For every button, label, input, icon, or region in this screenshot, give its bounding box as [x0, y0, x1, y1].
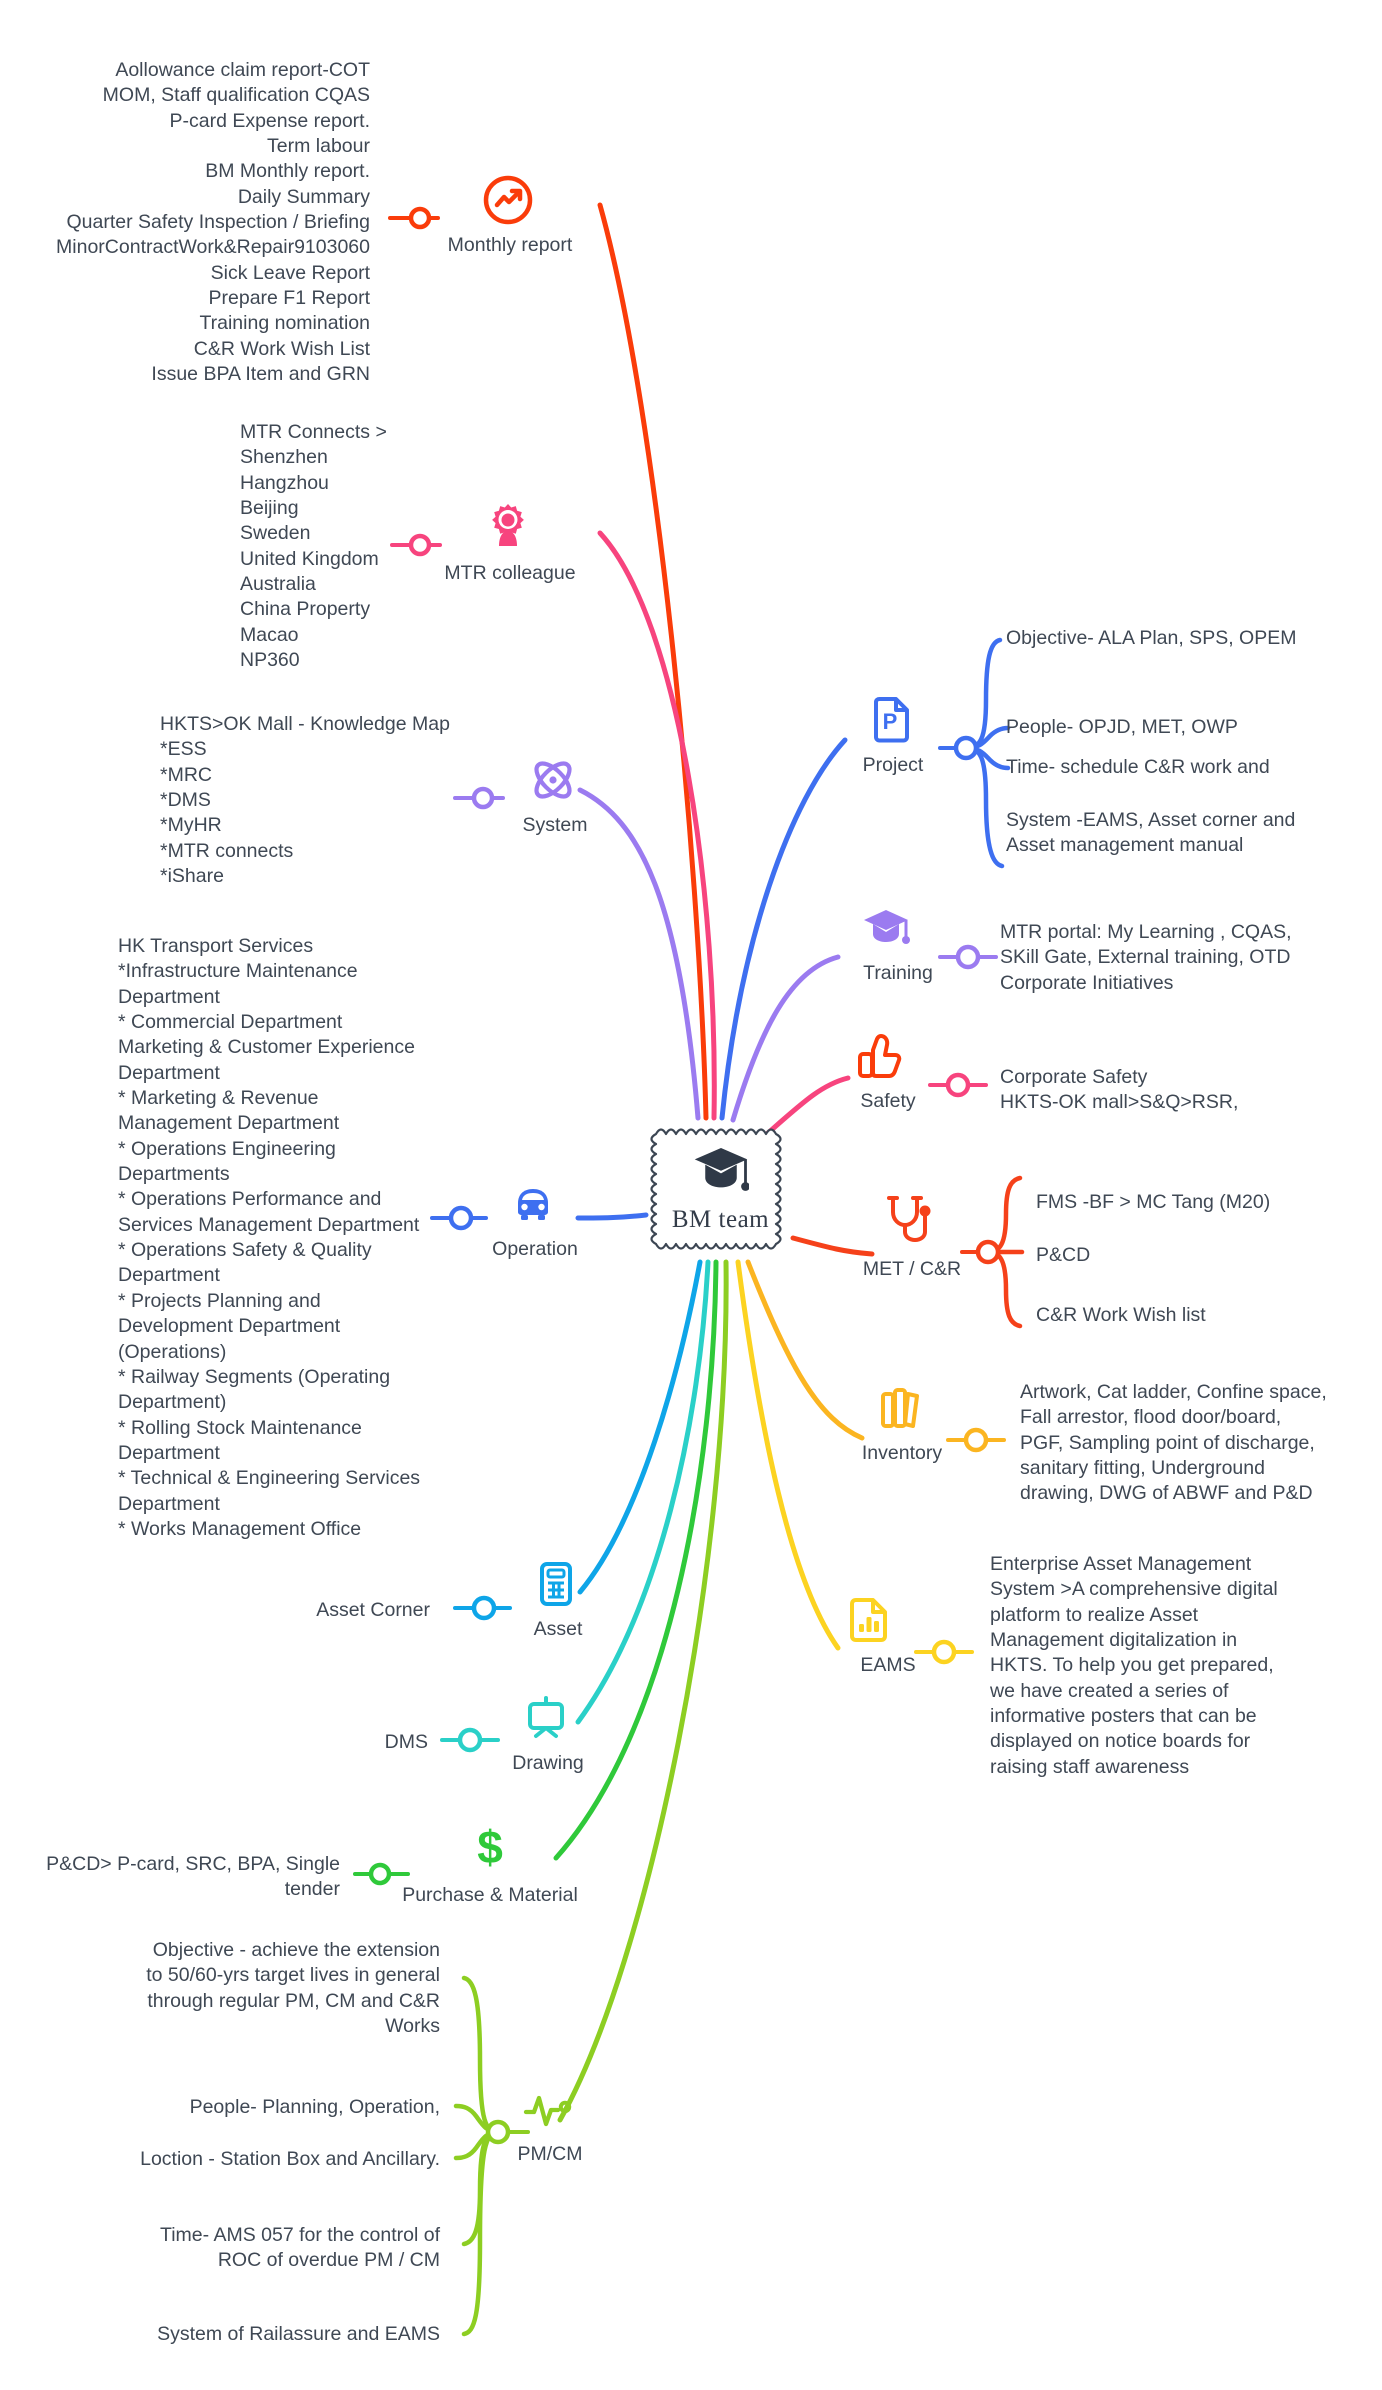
detail-project-3: System -EAMS, Asset corner and Asset man…: [1006, 809, 1296, 857]
curve-drawing: [575, 1259, 711, 1725]
topic-label-pm-cm[interactable]: PM/CM: [517, 2143, 583, 2165]
topic-label-met-cr[interactable]: MET / C&R: [862, 1258, 962, 1280]
topic-label-safety[interactable]: Safety: [860, 1090, 916, 1112]
detail-system: HKTS>OK Mall - Knowledge Map *ESS *MRC *…: [160, 713, 450, 888]
file-p-icon: P: [863, 692, 919, 748]
curve-eams: [735, 1259, 841, 1651]
thumbs-up-icon: [852, 1028, 908, 1084]
stub-purchase: [353, 1862, 410, 1886]
detail-pm-cm-1: People- Planning, Operation,: [189, 2096, 440, 2118]
stub-monthly-report: [388, 206, 440, 230]
detail-asset: Asset Corner: [316, 1599, 430, 1621]
car-icon: [505, 1176, 561, 1232]
user-gear-icon: [480, 498, 536, 554]
atom-icon: [525, 752, 581, 808]
dollar-icon: $: [462, 1818, 518, 1874]
detail-mtr-colleague: MTR Connects > Shenzhen Hangzhou Beijing…: [240, 421, 387, 672]
detail-met-cr-0: FMS -BF > MC Tang (M20): [1036, 1191, 1271, 1213]
detail-project-2: Time- schedule C&R work and: [1006, 756, 1270, 778]
stethoscope-icon: [880, 1190, 936, 1246]
detail-project-1: People- OPJD, MET, OWP: [1006, 716, 1238, 738]
topic-label-monthly-report[interactable]: Monthly report: [447, 234, 573, 256]
curve-met-cr: [790, 1235, 875, 1257]
topic-label-project[interactable]: Project: [862, 754, 924, 776]
detail-met-cr-2: C&R Work Wish list: [1036, 1304, 1206, 1326]
central-topic-bubble: [650, 1128, 782, 1250]
bracket-met-cr: [960, 1175, 1025, 1329]
stub-operation: [430, 1205, 488, 1231]
topic-label-eams[interactable]: EAMS: [860, 1654, 916, 1676]
books-icon: [872, 1380, 928, 1436]
detail-inventory: Artwork, Cat ladder, Confine space, Fall…: [1020, 1381, 1327, 1505]
detail-pm-cm-0: Objective - achieve the extension to 50/…: [146, 1939, 440, 2038]
curve-monthly-report: [597, 202, 709, 1121]
central-topic-label: BM team: [671, 1206, 770, 1233]
detail-pm-cm-4: System of Railassure and EAMS: [157, 2323, 440, 2345]
detail-project-0: Objective- ALA Plan, SPS, OPEM: [1006, 627, 1297, 649]
trend-up-circle-icon: [480, 172, 536, 228]
topic-label-drawing[interactable]: Drawing: [512, 1752, 584, 1774]
topic-label-mtr-colleague[interactable]: MTR colleague: [444, 562, 576, 584]
detail-met-cr-1: P&CD: [1036, 1244, 1091, 1266]
topic-label-training[interactable]: Training: [863, 962, 933, 984]
whiteboard-icon: [518, 1690, 574, 1746]
topic-label-inventory[interactable]: Inventory: [861, 1442, 943, 1464]
detail-pm-cm-3: Time- AMS 057 for the control of ROC of …: [160, 2224, 440, 2272]
graduation-cap-icon: [694, 1148, 749, 1191]
detail-purchase-material: P&CD> P-card, SRC, BPA, Single tender: [46, 1853, 340, 1901]
detail-monthly-report: Aollowance claim report-COT MOM, Staff q…: [56, 59, 370, 386]
curve-pm-cm: [557, 1259, 729, 2123]
graduation-cap-icon: [858, 900, 914, 956]
pulse-icon: [520, 2082, 576, 2138]
topic-label-operation[interactable]: Operation: [492, 1238, 578, 1260]
curve-asset: [577, 1259, 703, 1595]
stub-asset: [453, 1595, 512, 1621]
curve-operation: [575, 1212, 649, 1221]
bracket-project: [938, 637, 1011, 869]
curve-project: [719, 737, 848, 1121]
topic-label-system[interactable]: System: [522, 814, 588, 836]
svg-text:$: $: [477, 1821, 503, 1873]
curve-inventory: [745, 1259, 865, 1441]
svg-text:P: P: [883, 709, 898, 734]
detail-pm-cm-2: Loction - Station Box and Ancillary.: [140, 2148, 440, 2170]
curve-training: [730, 954, 841, 1123]
detail-drawing: DMS: [384, 1731, 428, 1753]
file-chart-icon: [840, 1592, 896, 1648]
detail-training: MTR portal: My Learning , CQAS, SKill Ga…: [1000, 921, 1292, 994]
topic-label-purchase-material[interactable]: Purchase & Material: [402, 1884, 578, 1906]
central-topic[interactable]: BM team: [648, 1120, 793, 1260]
curve-system: [577, 787, 701, 1121]
detail-eams: Enterprise Asset Management System >A co…: [990, 1553, 1278, 1778]
topic-label-asset[interactable]: Asset: [533, 1618, 583, 1640]
calculator-icon: [528, 1556, 584, 1612]
detail-operation: HK Transport Services *Infrastructure Ma…: [118, 935, 421, 1540]
detail-safety: Corporate Safety HKTS-OK mall>S&Q>RSR,: [1000, 1066, 1239, 1114]
stub-drawing: [440, 1727, 500, 1753]
